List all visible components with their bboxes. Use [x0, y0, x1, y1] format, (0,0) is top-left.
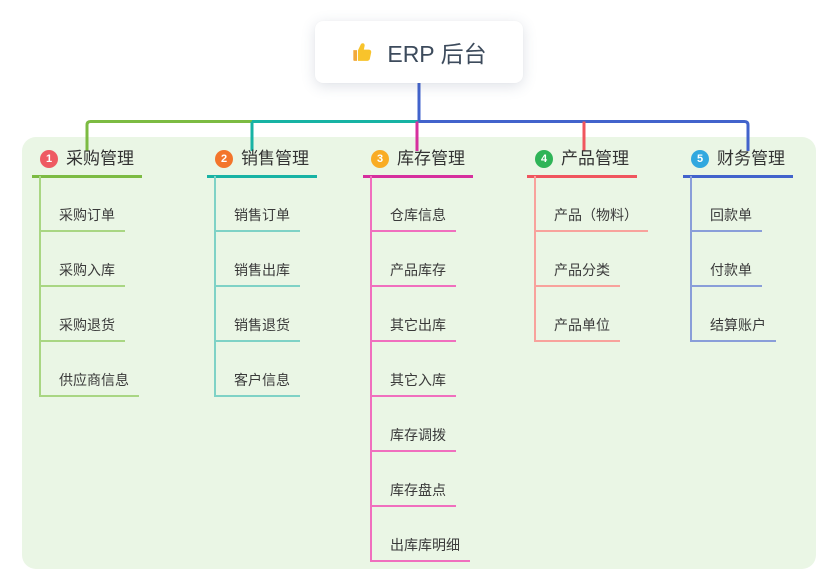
subtopic[interactable]: 库存调拨	[370, 425, 456, 452]
subtopic[interactable]: 其它出库	[370, 315, 456, 342]
subtopic[interactable]: 采购退货	[39, 315, 125, 342]
branch-rail-line	[370, 176, 372, 561]
branch-topic[interactable]: 1 采购管理	[32, 147, 142, 178]
subtopic[interactable]: 供应商信息	[39, 370, 139, 397]
branch-title-label: 产品管理	[561, 149, 629, 168]
subtopic[interactable]: 付款单	[690, 260, 762, 287]
subtopic[interactable]: 其它入库	[370, 370, 456, 397]
branch-title-label: 采购管理	[66, 149, 134, 168]
branch-title-label: 库存管理	[397, 149, 465, 168]
subtopic[interactable]: 产品库存	[370, 260, 456, 287]
priority-badge: 4	[535, 150, 553, 168]
subtopic[interactable]: 销售退货	[214, 315, 300, 342]
branch-rail-line	[534, 176, 536, 341]
subtopic[interactable]: 结算账户	[690, 315, 776, 342]
priority-badge: 5	[691, 150, 709, 168]
priority-badge: 2	[215, 150, 233, 168]
subtopic[interactable]: 销售出库	[214, 260, 300, 287]
subtopic[interactable]: 客户信息	[214, 370, 300, 397]
thumbs-up-icon	[351, 39, 377, 65]
branch-column-3: 3 库存管理 仓库信息产品库存其它出库其它入库库存调拨库存盘点出库库明细	[363, 147, 513, 562]
branch-title-label: 销售管理	[241, 149, 309, 168]
branch-title-label: 财务管理	[717, 149, 785, 168]
subtopic[interactable]: 产品分类	[534, 260, 620, 287]
branch-topic[interactable]: 5 财务管理	[683, 147, 793, 178]
branch-column-1: 1 采购管理 采购订单采购入库采购退货供应商信息	[32, 147, 182, 397]
branch-rail-line	[690, 176, 692, 341]
branch-topic[interactable]: 2 销售管理	[207, 147, 317, 178]
branch-topic[interactable]: 4 产品管理	[527, 147, 637, 178]
subtopic[interactable]: 仓库信息	[370, 205, 456, 232]
root-topic-label: ERP 后台	[387, 41, 487, 67]
subtopic[interactable]: 回款单	[690, 205, 762, 232]
priority-badge: 3	[371, 150, 389, 168]
subtopic[interactable]: 库存盘点	[370, 480, 456, 507]
subtopic[interactable]: 采购订单	[39, 205, 125, 232]
subtopic[interactable]: 出库库明细	[370, 535, 470, 562]
subtopic[interactable]: 采购入库	[39, 260, 125, 287]
subtopic[interactable]: 销售订单	[214, 205, 300, 232]
branch-column-4: 4 产品管理 产品（物料） 产品分类产品单位	[527, 147, 677, 342]
subtopic[interactable]: 产品（物料）	[534, 205, 648, 232]
branch-column-5: 5 财务管理 回款单付款单结算账户	[683, 147, 833, 342]
branch-topic[interactable]: 3 库存管理	[363, 147, 473, 178]
subtopic[interactable]: 产品单位	[534, 315, 620, 342]
branch-column-2: 2 销售管理 销售订单销售出库销售退货客户信息	[207, 147, 357, 397]
mindmap-panel	[22, 137, 816, 569]
priority-badge: 1	[40, 150, 58, 168]
root-topic[interactable]: ERP 后台	[315, 21, 523, 83]
